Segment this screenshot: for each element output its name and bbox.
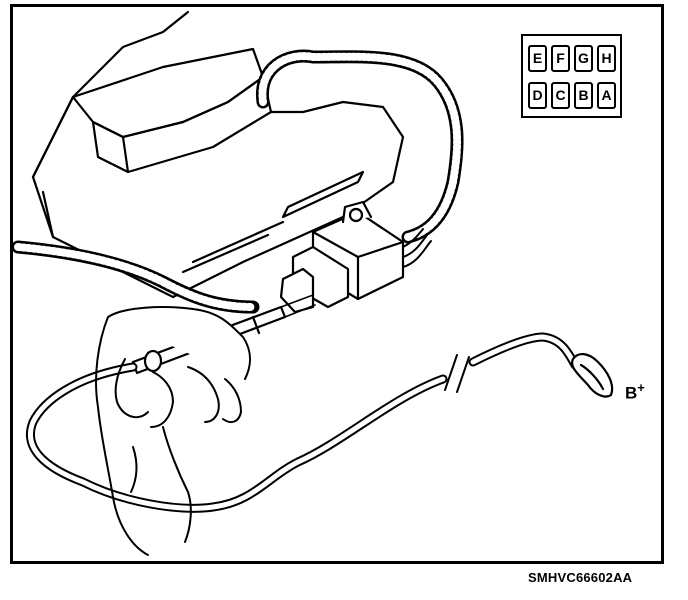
- pin-label: H: [597, 45, 616, 72]
- pin-label: B: [574, 82, 593, 109]
- clip-terminal: [571, 353, 614, 398]
- hand: [95, 306, 251, 556]
- pin-label: D: [528, 82, 547, 109]
- harness-connector: [279, 200, 405, 314]
- pin-label: E: [528, 45, 547, 72]
- pin-label: A: [597, 82, 616, 109]
- terminal-label-superscript: +: [637, 380, 645, 395]
- pin-label: C: [551, 82, 570, 109]
- ecu-housing: [31, 10, 405, 299]
- diagram-frame: E F G H D C B A B+: [10, 4, 664, 564]
- pin-label: G: [574, 45, 593, 72]
- wiring-harness-top: [256, 49, 464, 244]
- test-lead-wire: [26, 332, 580, 513]
- terminal-label-text: B: [625, 383, 638, 403]
- pin-label: F: [551, 45, 570, 72]
- terminal-label: B+: [625, 380, 645, 404]
- figure-code: SMHVC66602AA: [528, 570, 633, 585]
- connector-wires: [402, 228, 432, 268]
- connector-pin-layout: E F G H D C B A: [521, 34, 622, 118]
- connector-probe-illustration: [13, 10, 614, 556]
- wiring-harness-left: [13, 240, 260, 314]
